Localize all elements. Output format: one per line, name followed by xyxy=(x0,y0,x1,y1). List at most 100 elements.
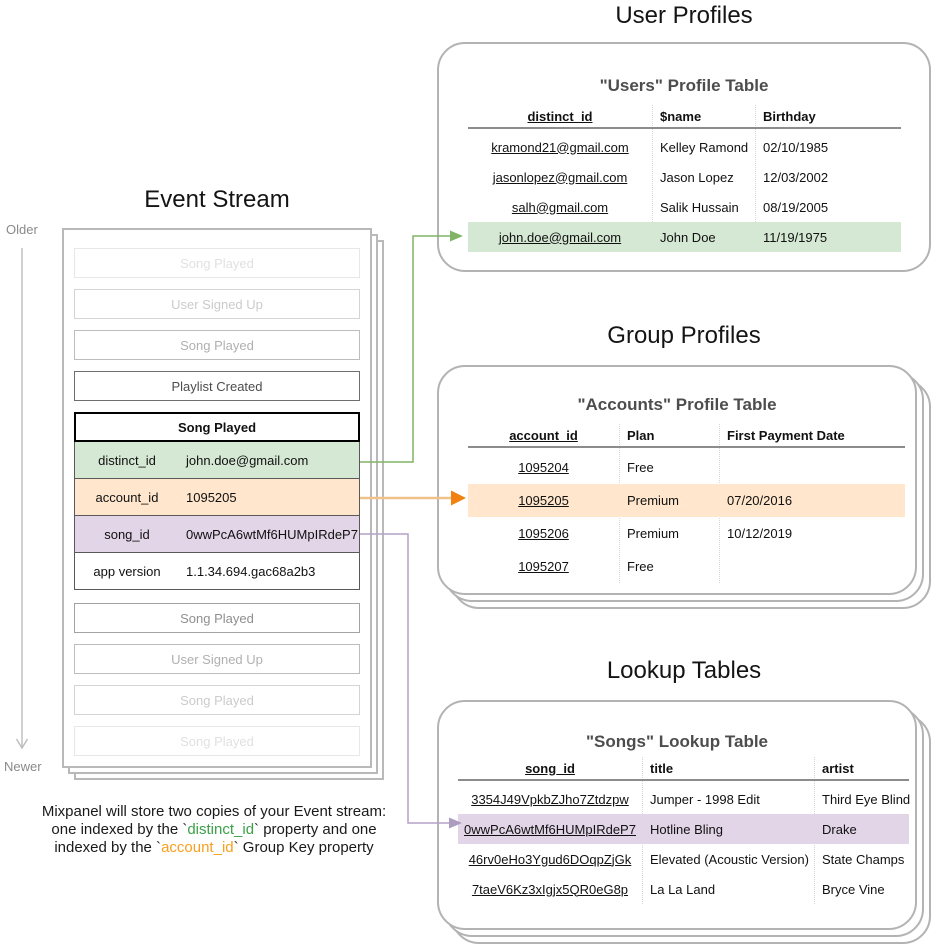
group-profiles-title: Group Profiles xyxy=(607,322,761,349)
table-cell: salh@gmail.com xyxy=(511,199,609,215)
column-divider xyxy=(755,105,756,252)
event-stream-title: Event Stream xyxy=(144,186,290,213)
table-cell: Third Eye Blind xyxy=(822,791,911,807)
user-profiles-title: User Profiles xyxy=(615,2,753,29)
table-cell: 1095206 xyxy=(518,526,569,541)
table-cell: Jason Lopez xyxy=(660,169,734,185)
property-value: 0wwPcA6wtMf6HUMpIRdeP7 xyxy=(186,526,358,542)
timeline-arrow xyxy=(15,248,29,750)
table-cell: jasonlopez@gmail.com xyxy=(492,169,628,185)
table-cell: La La Land xyxy=(650,881,716,897)
table-header-cell: artist xyxy=(822,760,854,776)
table-cell: 1095204 xyxy=(518,460,569,475)
table-header-cell: title xyxy=(650,760,674,776)
table-row: salh@gmail.com Salik Hussain 08/19/2005 xyxy=(468,192,901,222)
table-row: 7taeV6Kz3xIgjx5QR0eG8p La La Land Bryce Vi… xyxy=(458,874,909,904)
table-row: 3354J49VpkbZJho7Ztdzpw Jumper - 1998 Edit… xyxy=(458,784,911,814)
expanded-event-card: Song Played distinct_id john.doe@gmail.co… xyxy=(74,412,360,590)
table-header-rule xyxy=(468,446,905,448)
event-box: Playlist Created xyxy=(74,371,360,401)
table-cell: John Doe xyxy=(660,229,716,245)
table-cell: john.doe@gmail.com xyxy=(498,229,622,245)
table-header-cell: account_id xyxy=(509,427,578,443)
expanded-event-name: Song Played xyxy=(74,412,360,442)
table-cell: 0wwPcA6wtMf6HUMpIRdeP7 xyxy=(464,821,636,837)
table-cell: 46rv0eHo3Ygud6DOqpZjGk xyxy=(468,851,632,867)
property-key: distinct_id xyxy=(98,452,156,468)
table-cell: 10/12/2019 xyxy=(727,526,793,541)
event-box: User Signed Up xyxy=(74,644,360,674)
property-key: app version xyxy=(93,563,161,579)
property-key: account_id xyxy=(95,489,159,505)
table-cell: Kelley Ramond xyxy=(660,139,749,155)
table-cell: Salik Hussain xyxy=(660,199,739,215)
table-row: 1095204 Free xyxy=(468,451,905,484)
column-divider xyxy=(652,105,653,252)
table-row: 1095205 Premium 07/20/2016 xyxy=(468,484,905,517)
table-cell: 07/20/2016 xyxy=(727,493,793,508)
table-cell: Jumper - 1998 Edit xyxy=(650,791,760,807)
table-row: john.doe@gmail.com John Doe 11/19/1975 xyxy=(468,222,901,252)
table-cell: Free xyxy=(627,460,654,475)
table-cell: Premium xyxy=(627,493,680,508)
caption-line: Mixpanel will store two copies of your E… xyxy=(20,803,408,821)
caption-line: indexed by the `account_id` Group Key pr… xyxy=(20,839,408,857)
table-cell: Bryce Vine xyxy=(822,881,885,897)
table-cell: State Champs xyxy=(822,851,905,867)
caption-text: one indexed by the ` xyxy=(51,821,188,838)
event-property-row: distinct_id john.doe@gmail.com xyxy=(74,442,360,479)
table-cell: 1095207 xyxy=(518,559,569,574)
caption-text: ` property and one xyxy=(254,821,377,838)
event-box: Song Played xyxy=(74,726,360,756)
table-cell: kramond21@gmail.com xyxy=(491,139,629,155)
table-header-rule xyxy=(458,779,909,781)
table-header-cell: Plan xyxy=(627,427,655,443)
event-box: Song Played xyxy=(74,248,360,278)
caption-text: ` Group Key property xyxy=(233,839,374,856)
table-cell: Hotline Bling xyxy=(650,821,723,837)
table-header-cell: distinct_id xyxy=(527,108,593,124)
songs-table-title: "Songs" Lookup Table xyxy=(585,732,769,751)
caption-green-code: distinct_id xyxy=(187,821,255,838)
caption-text: indexed by the ` xyxy=(54,839,162,856)
users-table-title: "Users" Profile Table xyxy=(599,76,769,95)
table-cell: Free xyxy=(627,559,654,574)
footnote-caption: Mixpanel will store two copies of your E… xyxy=(20,803,408,857)
property-value: john.doe@gmail.com xyxy=(186,452,309,468)
accounts-table-title: "Accounts" Profile Table xyxy=(577,395,777,414)
table-header-cell: First Payment Date xyxy=(727,427,845,443)
table-cell: 7taeV6Kz3xIgjx5QR0eG8p xyxy=(471,881,629,897)
caption-line: one indexed by the `distinct_id` propert… xyxy=(20,821,408,839)
table-header-cell: $name xyxy=(660,108,702,124)
table-cell: Elevated (Acoustic Version) xyxy=(650,851,809,867)
table-header-rule xyxy=(468,127,901,129)
timeline-older-label: Older xyxy=(6,222,38,237)
table-cell: 11/19/1975 xyxy=(763,229,828,245)
table-cell: 12/03/2002 xyxy=(763,169,829,185)
table-row: jasonlopez@gmail.com Jason Lopez 12/03/200… xyxy=(468,162,901,192)
caption-orange-code: account_id xyxy=(161,839,234,856)
event-box: User Signed Up xyxy=(74,289,360,319)
table-cell: 08/19/2005 xyxy=(763,199,829,215)
table-cell: 3354J49VpkbZJho7Ztdzpw xyxy=(471,791,629,807)
event-box: Song Played xyxy=(74,330,360,360)
property-value: 1.1.34.694.gac68a2b3 xyxy=(186,563,316,579)
event-property-row: app version 1.1.34.694.gac68a2b3 xyxy=(74,553,360,590)
table-cell: 1095205 xyxy=(518,493,569,508)
